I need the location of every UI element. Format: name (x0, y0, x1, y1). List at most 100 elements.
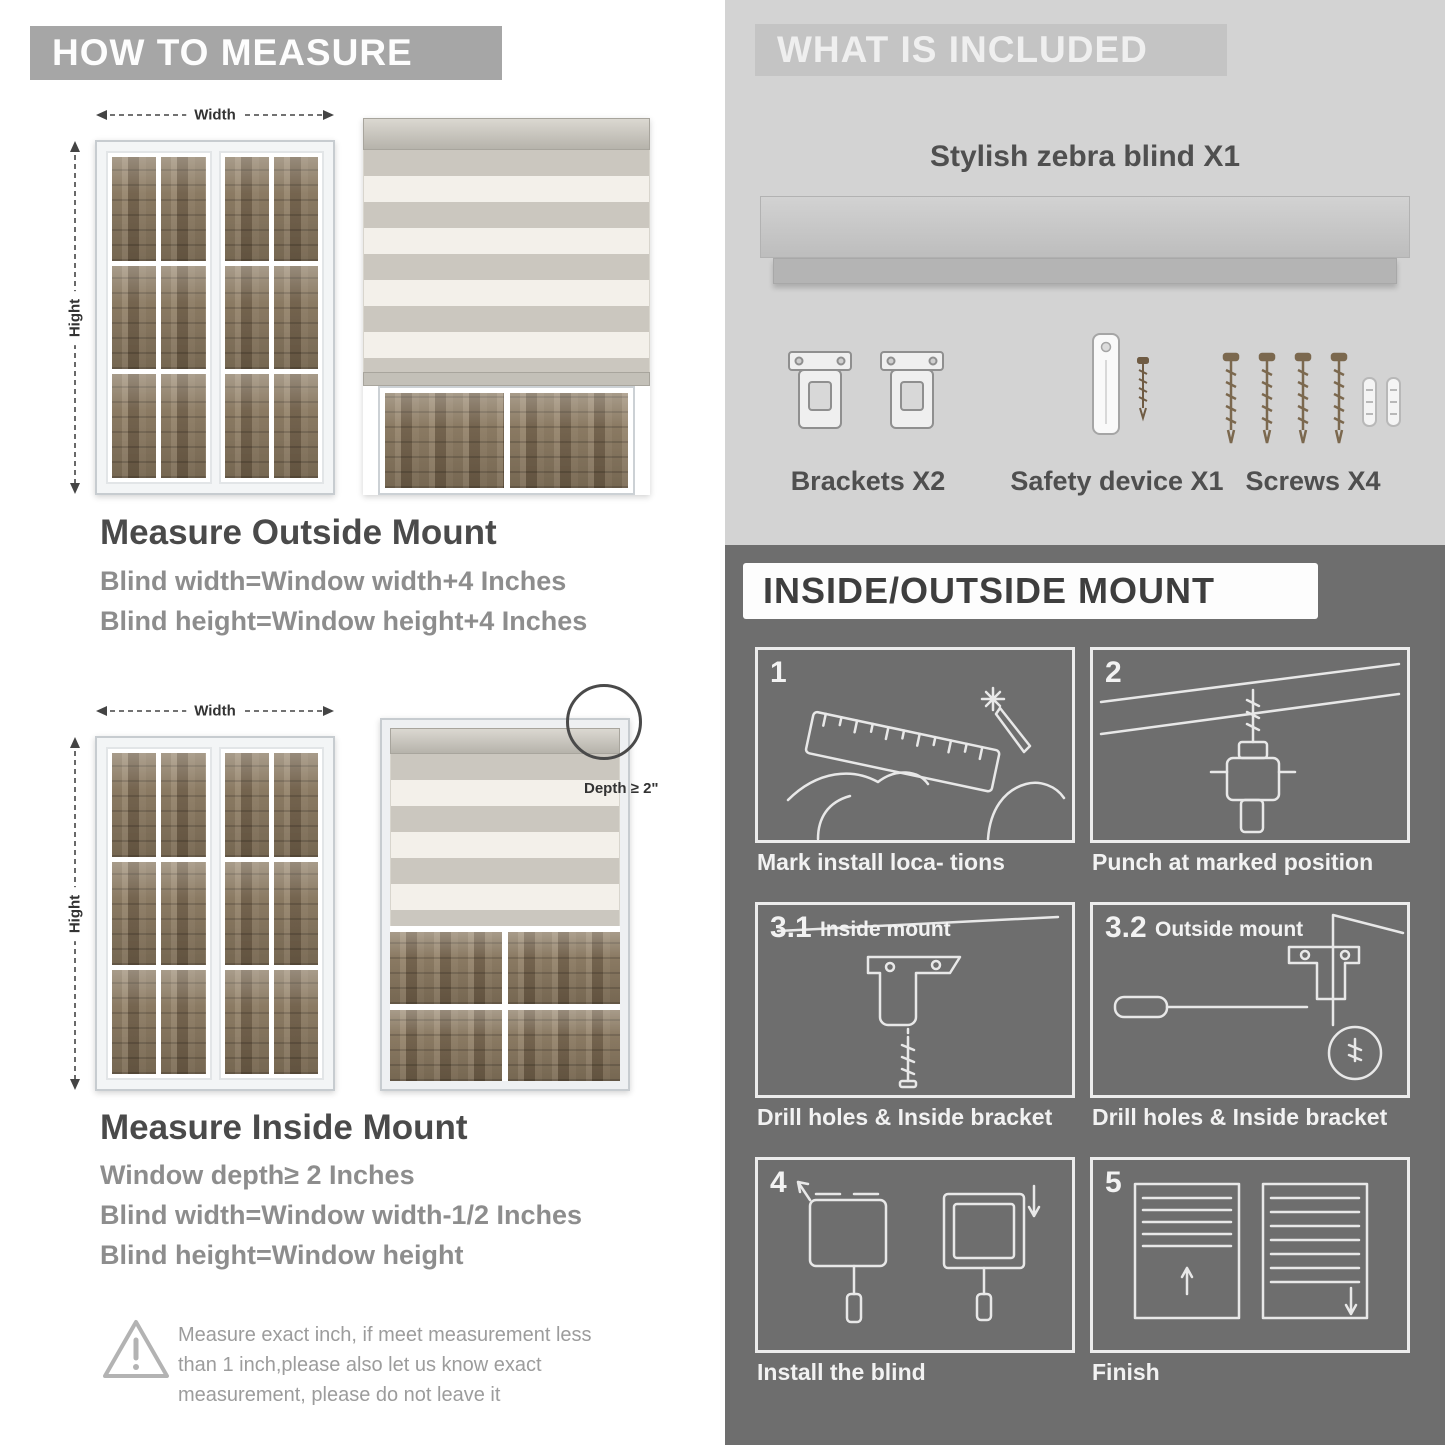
zebra-blind-inside-illustration (380, 718, 630, 1091)
what-is-included-header: WHAT IS INCLUDED (755, 24, 1227, 76)
mount-instructions-panel: INSIDE/OUTSIDE MOUNT 1 Mark install loca… (725, 545, 1445, 1445)
mount-header: INSIDE/OUTSIDE MOUNT (743, 563, 1318, 619)
step-caption-1: Mark install loca- tions (757, 849, 1005, 875)
step-caption-2: Punch at marked position (1092, 849, 1374, 875)
outside-formula-width: Blind width=Window width+4 Inches (100, 566, 567, 596)
brackets-icon (788, 351, 944, 429)
depth-callout-circle (566, 684, 642, 760)
window-pane (508, 932, 620, 1004)
outside-formula-height: Blind height=Window height+4 Inches (100, 606, 588, 636)
step-panel-3-2: 3.2 Outside mount (1090, 902, 1410, 1098)
install-blind-illustration (796, 1180, 1041, 1324)
window-pane (112, 970, 157, 1074)
height-arrow-outside: Hight (66, 140, 84, 495)
double-arrow-icon (96, 706, 334, 716)
window-pane (161, 157, 206, 261)
how-to-measure-header: HOW TO MEASURE (30, 26, 502, 80)
window-pane (112, 374, 157, 478)
product-label: Stylish zebra blind X1 (929, 140, 1241, 173)
inside-formula-depth: Window depth≥ 2 Inches (100, 1160, 415, 1190)
height-arrow-inside: Hight (66, 736, 84, 1091)
width-label-outside: Width (186, 106, 244, 124)
step-panel-1: 1 (755, 647, 1075, 843)
step-number: 2 (1105, 656, 1122, 689)
window-illustration-inside (95, 736, 335, 1091)
window-pane (112, 157, 157, 261)
step-caption-3-1: Drill holes & Inside bracket (757, 1104, 1053, 1130)
step-panel-3-1: 3.1 Inside mount (755, 902, 1075, 1098)
window-below-blind (390, 926, 620, 1081)
window-pane (112, 861, 157, 966)
warning-text: Measure exact inch, if meet measurement … (178, 1324, 592, 1406)
step-panel-4: 4 (755, 1157, 1075, 1353)
screws-icon (1222, 352, 1401, 444)
window-pane (161, 374, 206, 478)
window-below-blind (378, 386, 635, 495)
window-pane (224, 970, 269, 1074)
window-pane (509, 393, 628, 488)
window-pane (161, 861, 206, 966)
height-label-inside: Hight (66, 886, 84, 941)
window-pane (112, 753, 157, 857)
what-is-included-panel: WHAT IS INCLUDED Stylish zebra blind X1 (725, 0, 1445, 545)
step-panel-2: 2 (1090, 647, 1410, 843)
window-pane (224, 753, 269, 857)
headrail-lip (773, 258, 1397, 284)
step-caption-3-2: Drill holes & Inside bracket (1092, 1104, 1388, 1130)
window-illustration-outside (95, 140, 335, 495)
width-arrow-inside: Width (95, 702, 335, 720)
window-pane (161, 753, 206, 857)
window-pane (273, 157, 318, 261)
step-label: Outside mount (1155, 918, 1304, 941)
window-pane (385, 393, 504, 488)
window-pane (224, 374, 269, 478)
window-pane (508, 1009, 620, 1081)
step-label: Inside mount (820, 918, 951, 941)
zebra-fabric (390, 754, 620, 926)
measure-inside-title: Measure Inside Mount (100, 1108, 468, 1147)
window-sash (106, 151, 212, 484)
screws-label: Screws X4 (1245, 466, 1381, 496)
safety-device-icon (1092, 333, 1149, 435)
blind-headrail (363, 118, 650, 150)
zebra-fabric (363, 150, 650, 372)
depth-callout-label: Depth ≥ 2" (584, 780, 659, 797)
window-pane (390, 932, 502, 1004)
inside-formula-width: Blind width=Window width-1/2 Inches (100, 1200, 583, 1230)
window-pane (112, 265, 157, 370)
window-sash (218, 151, 324, 484)
zebra-blind-outside-illustration (363, 118, 650, 495)
finish-illustration (1133, 1182, 1369, 1320)
double-arrow-icon (96, 110, 334, 120)
window-sash (218, 747, 324, 1080)
width-label-inside: Width (186, 702, 244, 720)
brackets-label: Brackets X2 (790, 466, 946, 496)
height-label-outside: Hight (66, 290, 84, 345)
step-number: 4 (770, 1166, 787, 1199)
step-caption-5: Finish (1092, 1359, 1160, 1385)
step-number: 5 (1105, 1166, 1122, 1199)
outside-bracket-illustration (1113, 913, 1405, 1081)
exclamation-triangle-icon (103, 1320, 169, 1378)
window-sash (106, 747, 212, 1080)
step-number: 3.1 (770, 911, 812, 944)
step-caption-4: Install the blind (757, 1359, 926, 1385)
window-pane (273, 861, 318, 966)
window-pane (224, 157, 269, 261)
step-number: 1 (770, 656, 787, 689)
window-pane (273, 374, 318, 478)
blind-bottom-rail (363, 372, 650, 386)
window-pane (273, 970, 318, 1074)
drill-illustration (1099, 662, 1401, 834)
headrail-illustration (760, 196, 1410, 258)
window-pane (390, 1009, 502, 1081)
measuring-tape-illustration (786, 686, 1066, 840)
measure-outside-title: Measure Outside Mount (100, 513, 497, 552)
window-pane (224, 265, 269, 370)
step-number: 3.2 (1105, 911, 1147, 944)
window-pane (224, 861, 269, 966)
window-pane (273, 265, 318, 370)
window-pane (273, 753, 318, 857)
window-pane (161, 970, 206, 1074)
width-arrow-outside: Width (95, 106, 335, 124)
